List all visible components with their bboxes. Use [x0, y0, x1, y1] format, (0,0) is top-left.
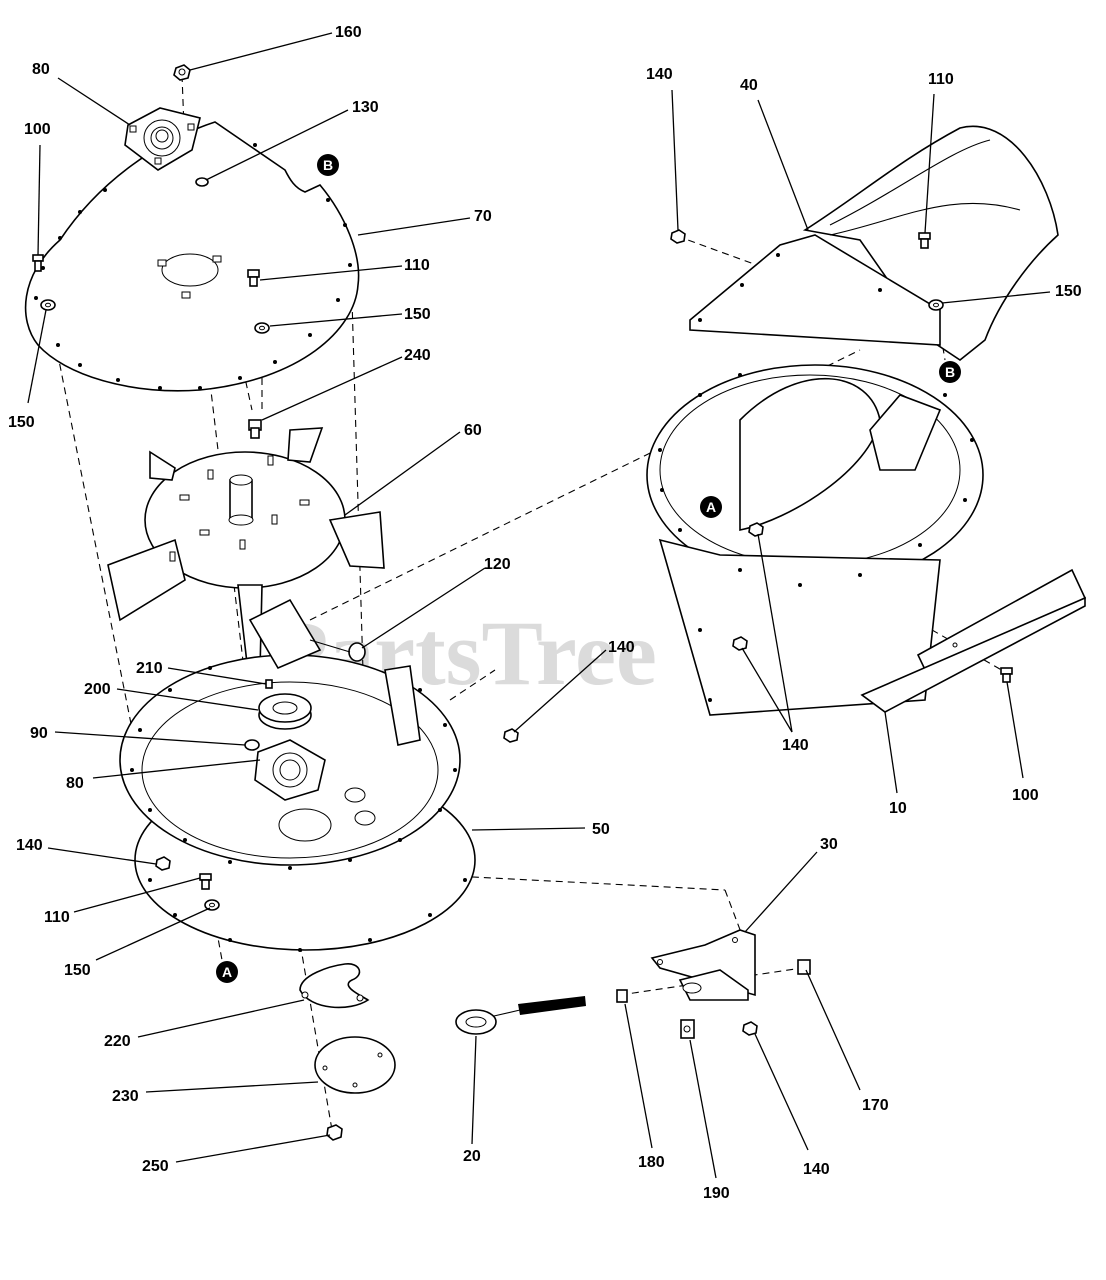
label-200: 200	[84, 681, 111, 698]
eye-bolt-20	[455, 996, 586, 1035]
label-170: 170	[862, 1097, 889, 1114]
nut-140-top-right	[670, 229, 686, 244]
label-30: 30	[820, 836, 838, 853]
bolt-110-left	[199, 873, 212, 890]
svg-text:A: A	[706, 499, 716, 515]
deflector-10	[860, 568, 1087, 713]
washer-130	[195, 177, 209, 187]
bolt-110-top-right	[918, 232, 931, 249]
washer-180	[616, 989, 628, 1003]
label-100-left: 100	[24, 121, 51, 138]
bumper-120	[309, 639, 366, 662]
label-250: 250	[142, 1158, 169, 1175]
bearing-flange-top-80	[124, 107, 201, 171]
label-160: 160	[335, 24, 362, 41]
impeller-60	[107, 427, 385, 673]
marker-b-right: B	[939, 361, 961, 383]
label-100-right: 100	[1012, 787, 1039, 804]
label-140-mid: 140	[608, 639, 635, 656]
label-150-bottom: 150	[64, 962, 91, 979]
label-20: 20	[463, 1148, 481, 1165]
part-labels: 160 80 130 100 70 110 150 150 240 60 120…	[8, 24, 1082, 1202]
nut-140-bottom-right	[742, 1021, 758, 1036]
label-140-bottom-right: 140	[803, 1161, 830, 1178]
label-150-mid: 150	[404, 306, 431, 323]
key-90	[244, 739, 260, 751]
label-230: 230	[112, 1088, 139, 1105]
label-50: 50	[592, 821, 610, 838]
nut-140-right-a	[732, 636, 748, 651]
label-240: 240	[404, 347, 431, 364]
label-180: 180	[638, 1154, 665, 1171]
label-150-left: 150	[8, 414, 35, 431]
label-40: 40	[740, 77, 758, 94]
pin-240	[248, 419, 262, 439]
washer-150-top-right	[928, 299, 944, 311]
label-190: 190	[703, 1185, 730, 1202]
bracket-220	[299, 963, 370, 1009]
bolt-100-right	[1000, 667, 1013, 683]
upper-housing	[646, 364, 984, 716]
clip-nut-190	[680, 1019, 695, 1039]
nut-170	[797, 959, 811, 975]
svg-text:B: B	[945, 364, 955, 380]
set-screw-210	[265, 679, 273, 689]
label-120: 120	[484, 556, 511, 573]
label-140-left: 140	[16, 837, 43, 854]
bearing-flange-bottom-80	[254, 739, 326, 801]
control-bracket-30	[650, 929, 756, 1001]
label-140-right: 140	[782, 737, 809, 754]
bearing-collar-200	[258, 693, 312, 730]
label-110-left: 110	[44, 909, 70, 926]
marker-a-right: A	[700, 496, 722, 518]
label-110-mid: 110	[404, 257, 430, 274]
label-130: 130	[352, 99, 379, 116]
marker-b-top: B	[317, 154, 339, 176]
label-70: 70	[474, 208, 492, 225]
chute-40	[689, 125, 1059, 361]
top-plate-70	[24, 121, 360, 392]
label-80-bottom: 80	[66, 775, 84, 792]
washer-150-bottom	[204, 899, 220, 911]
label-80-top: 80	[32, 61, 50, 78]
label-210: 210	[136, 660, 163, 677]
bolt-110-mid	[247, 269, 260, 287]
nut-250	[326, 1124, 343, 1141]
label-220: 220	[104, 1033, 131, 1050]
svg-text:A: A	[222, 964, 232, 980]
bolt-100-left	[32, 254, 44, 272]
marker-a-bottom: A	[216, 961, 238, 983]
washer-150-mid	[254, 322, 270, 334]
label-90: 90	[30, 725, 48, 742]
washer-150-left	[40, 299, 56, 311]
label-10: 10	[889, 800, 907, 817]
label-60: 60	[464, 422, 482, 439]
svg-text:B: B	[323, 157, 333, 173]
fastener-nut-160	[173, 64, 191, 81]
cover-plate-230	[314, 1036, 396, 1094]
label-140-top-right: 140	[646, 66, 673, 83]
nut-140-left	[155, 856, 171, 871]
label-110-top-right: 110	[928, 71, 954, 88]
label-150-top-right: 150	[1055, 283, 1082, 300]
nut-140-right-b	[748, 522, 764, 537]
callout-leaders	[27, 32, 1051, 1179]
